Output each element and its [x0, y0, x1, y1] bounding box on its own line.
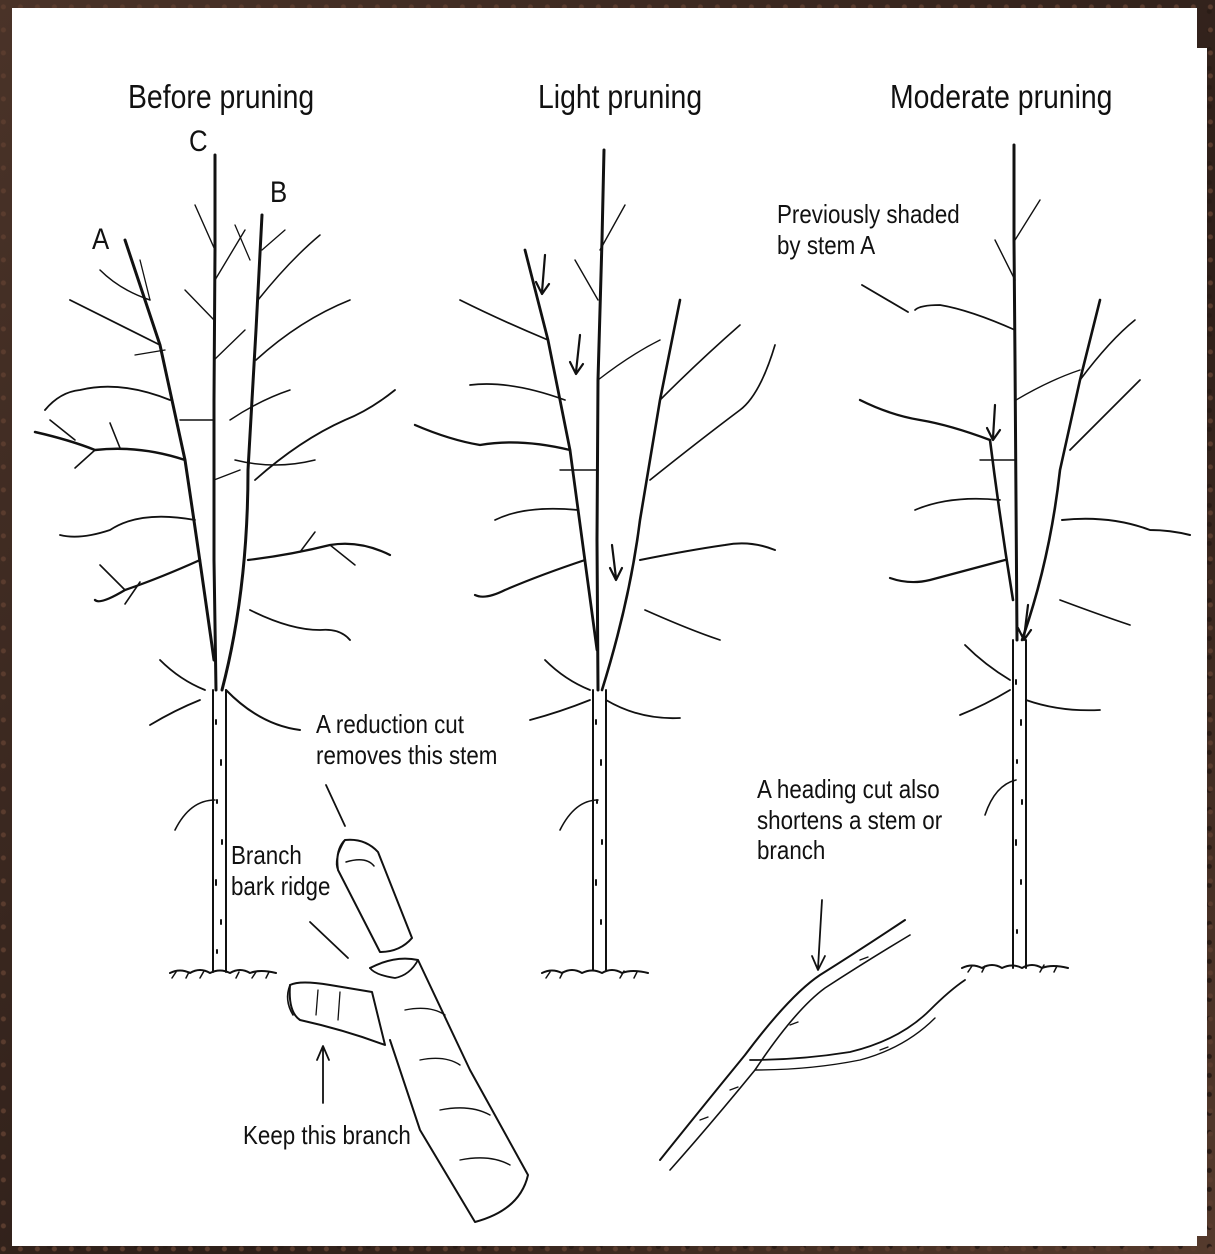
stem-label-a: A — [92, 222, 109, 257]
annotation-branch-bark-ridge: Branch bark ridge — [231, 840, 330, 901]
title-moderate-pruning: Moderate pruning — [890, 78, 1112, 117]
title-light-pruning: Light pruning — [538, 78, 702, 117]
annotation-reduction-cut: A reduction cut removes this stem — [316, 709, 497, 770]
stem-label-c: C — [189, 124, 208, 159]
annotation-previously-shaded: Previously shaded by stem A — [777, 199, 960, 260]
title-before-pruning: Before pruning — [128, 78, 314, 117]
tree-light-pruning — [415, 150, 775, 978]
annotation-keep-branch: Keep this branch — [243, 1120, 411, 1151]
annotation-previously-shaded-text: Previously shaded by stem A — [777, 199, 960, 260]
annotation-heading-cut: A heading cut also shortens a stem or br… — [757, 774, 942, 866]
heading-cut-detail — [660, 900, 965, 1170]
tree-before-pruning — [35, 155, 395, 978]
annotation-branch-bark-ridge-text: Branch bark ridge — [231, 840, 330, 901]
stem-label-b: B — [270, 175, 287, 210]
annotation-heading-cut-text: A heading cut also shortens a stem or br… — [757, 774, 942, 865]
annotation-reduction-cut-text: A reduction cut removes this stem — [316, 709, 497, 770]
